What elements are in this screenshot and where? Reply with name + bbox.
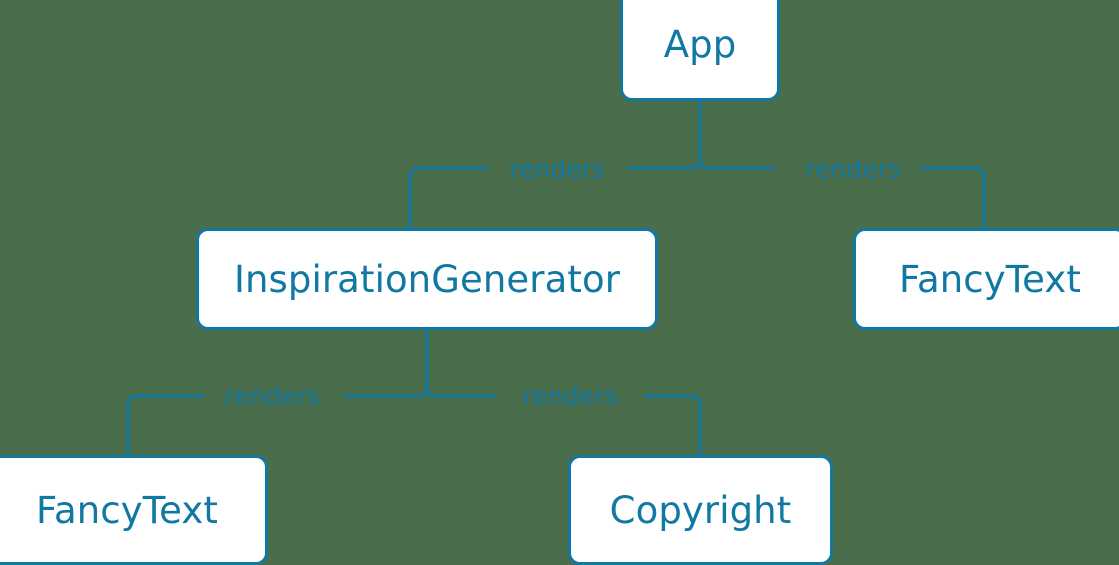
edge-label-inspiration-generator-to-fancy-text: renders [224, 381, 320, 411]
node-fancy-text-right-label: FancyText [899, 257, 1081, 301]
edge-inspiration-to-fancytext-left-seg [126, 394, 204, 457]
node-app-label: App [663, 23, 737, 66]
node-copyright-label: Copyright [609, 488, 792, 532]
node-app[interactable]: App [620, 0, 780, 101]
edge-inspiration-to-copyright-right-seg [644, 394, 702, 457]
edge-label-app-to-fancy-text: renders [805, 154, 901, 184]
node-inspiration-generator[interactable]: InspirationGenerator [196, 228, 658, 330]
edge-app-stem-left [690, 99, 702, 170]
node-copyright[interactable]: Copyright [568, 455, 833, 565]
node-fancy-text-left[interactable]: FancyText [0, 455, 268, 565]
edge-app-to-fancytext-right-seg [920, 166, 986, 230]
node-fancy-text-right[interactable]: FancyText [853, 228, 1119, 330]
edge-label-inspiration-generator-to-copyright: renders [522, 381, 618, 411]
edge-label-app-to-inspiration-generator: renders [509, 154, 605, 184]
node-inspiration-generator-label: InspirationGenerator [233, 257, 621, 301]
edge-inspiration-stem-left [417, 328, 429, 398]
edge-app-to-inspiration-left-seg [408, 166, 489, 230]
node-fancy-text-left-label: FancyText [36, 488, 218, 532]
